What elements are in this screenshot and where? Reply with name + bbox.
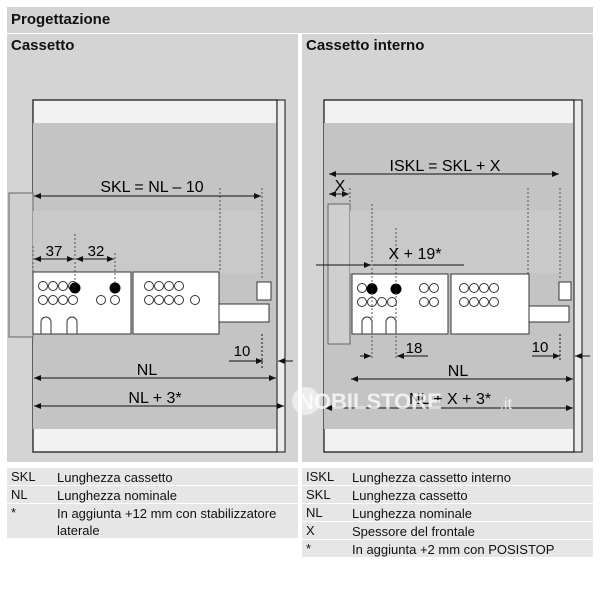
legend-abbr: X bbox=[306, 523, 315, 538]
legend-desc: Lunghezza nominale bbox=[352, 506, 472, 521]
legend-desc: Spessore del frontale bbox=[352, 524, 475, 539]
watermark-suffix: .it bbox=[500, 396, 513, 413]
legend-desc: Lunghezza cassetto interno bbox=[352, 470, 511, 485]
legend-abbr: NL bbox=[11, 487, 28, 502]
left-section-title: Cassetto bbox=[11, 37, 75, 54]
left-diagram: SKL = NL – 10 37 32 10 NL NL + 3* bbox=[7, 78, 298, 462]
drawer-front bbox=[8, 192, 34, 338]
legend-desc: Lunghezza cassetto bbox=[352, 488, 468, 503]
nl-label: NL bbox=[137, 362, 158, 379]
legend-desc: In aggiunta +12 mm con stabilizzatore la… bbox=[57, 506, 277, 538]
legend-abbr: SKL bbox=[306, 487, 331, 502]
legend-abbr: * bbox=[306, 541, 312, 556]
d32-label: 32 bbox=[88, 243, 105, 260]
legend-abbr: * bbox=[11, 505, 17, 520]
legend-desc: Lunghezza cassetto bbox=[57, 470, 173, 485]
legend-desc: In aggiunta +2 mm con POSISTOP bbox=[352, 542, 555, 557]
skl-label: SKL = NL – 10 bbox=[100, 179, 203, 196]
drawer-front bbox=[327, 203, 351, 345]
right-section-title: Cassetto interno bbox=[306, 37, 425, 54]
legend-abbr: ISKL bbox=[306, 469, 335, 484]
drawer-side bbox=[33, 211, 263, 273]
iskl-label: ISKL = SKL + X bbox=[390, 158, 501, 175]
watermark: NOBILSTORE .it bbox=[292, 387, 513, 415]
legend-row: ISKL Lunghezza cassetto interno bbox=[302, 468, 593, 486]
left-section-header: Cassetto bbox=[7, 34, 298, 78]
legend-row: SKL Lunghezza cassetto bbox=[7, 468, 298, 486]
d18-label: 18 bbox=[406, 340, 423, 357]
title-bar: Progettazione bbox=[7, 7, 593, 35]
d37-label: 37 bbox=[46, 243, 63, 260]
right-diagram: ISKL = SKL + X X X + 19* 18 10 NL NL + X… bbox=[302, 78, 593, 462]
d10-label: 10 bbox=[234, 343, 251, 360]
legend-row: * In aggiunta +12 mm con stabilizzatore … bbox=[7, 504, 298, 539]
right-section-header: Cassetto interno bbox=[302, 34, 593, 78]
legend-desc: Lunghezza nominale bbox=[57, 488, 177, 503]
x-label: X bbox=[335, 178, 346, 195]
page-title: Progettazione bbox=[11, 11, 111, 28]
x19-label: X + 19* bbox=[389, 246, 442, 263]
nlx3-label: NL + X + 3* bbox=[409, 391, 491, 408]
legend-row: SKL Lunghezza cassetto bbox=[302, 486, 593, 504]
watermark-logo bbox=[292, 387, 320, 415]
d10-label: 10 bbox=[532, 339, 549, 356]
legend-row: * In aggiunta +2 mm con POSISTOP bbox=[302, 540, 593, 558]
legend-row: NL Lunghezza nominale bbox=[302, 504, 593, 522]
legend-abbr: SKL bbox=[11, 469, 36, 484]
legend-abbr: NL bbox=[306, 505, 323, 520]
legend-row: NL Lunghezza nominale bbox=[7, 486, 298, 504]
left-legend: SKL Lunghezza cassetto NL Lunghezza nomi… bbox=[7, 468, 298, 539]
drawer-side bbox=[350, 211, 560, 273]
reference-lines bbox=[349, 188, 561, 358]
nl-label: NL bbox=[448, 363, 469, 380]
nl3-label: NL + 3* bbox=[128, 390, 181, 407]
right-legend: ISKL Lunghezza cassetto interno SKL Lung… bbox=[302, 468, 593, 558]
reference-lines bbox=[32, 188, 263, 288]
watermark-brand: NOBILSTORE bbox=[298, 389, 442, 414]
legend-row: X Spessore del frontale bbox=[302, 522, 593, 540]
